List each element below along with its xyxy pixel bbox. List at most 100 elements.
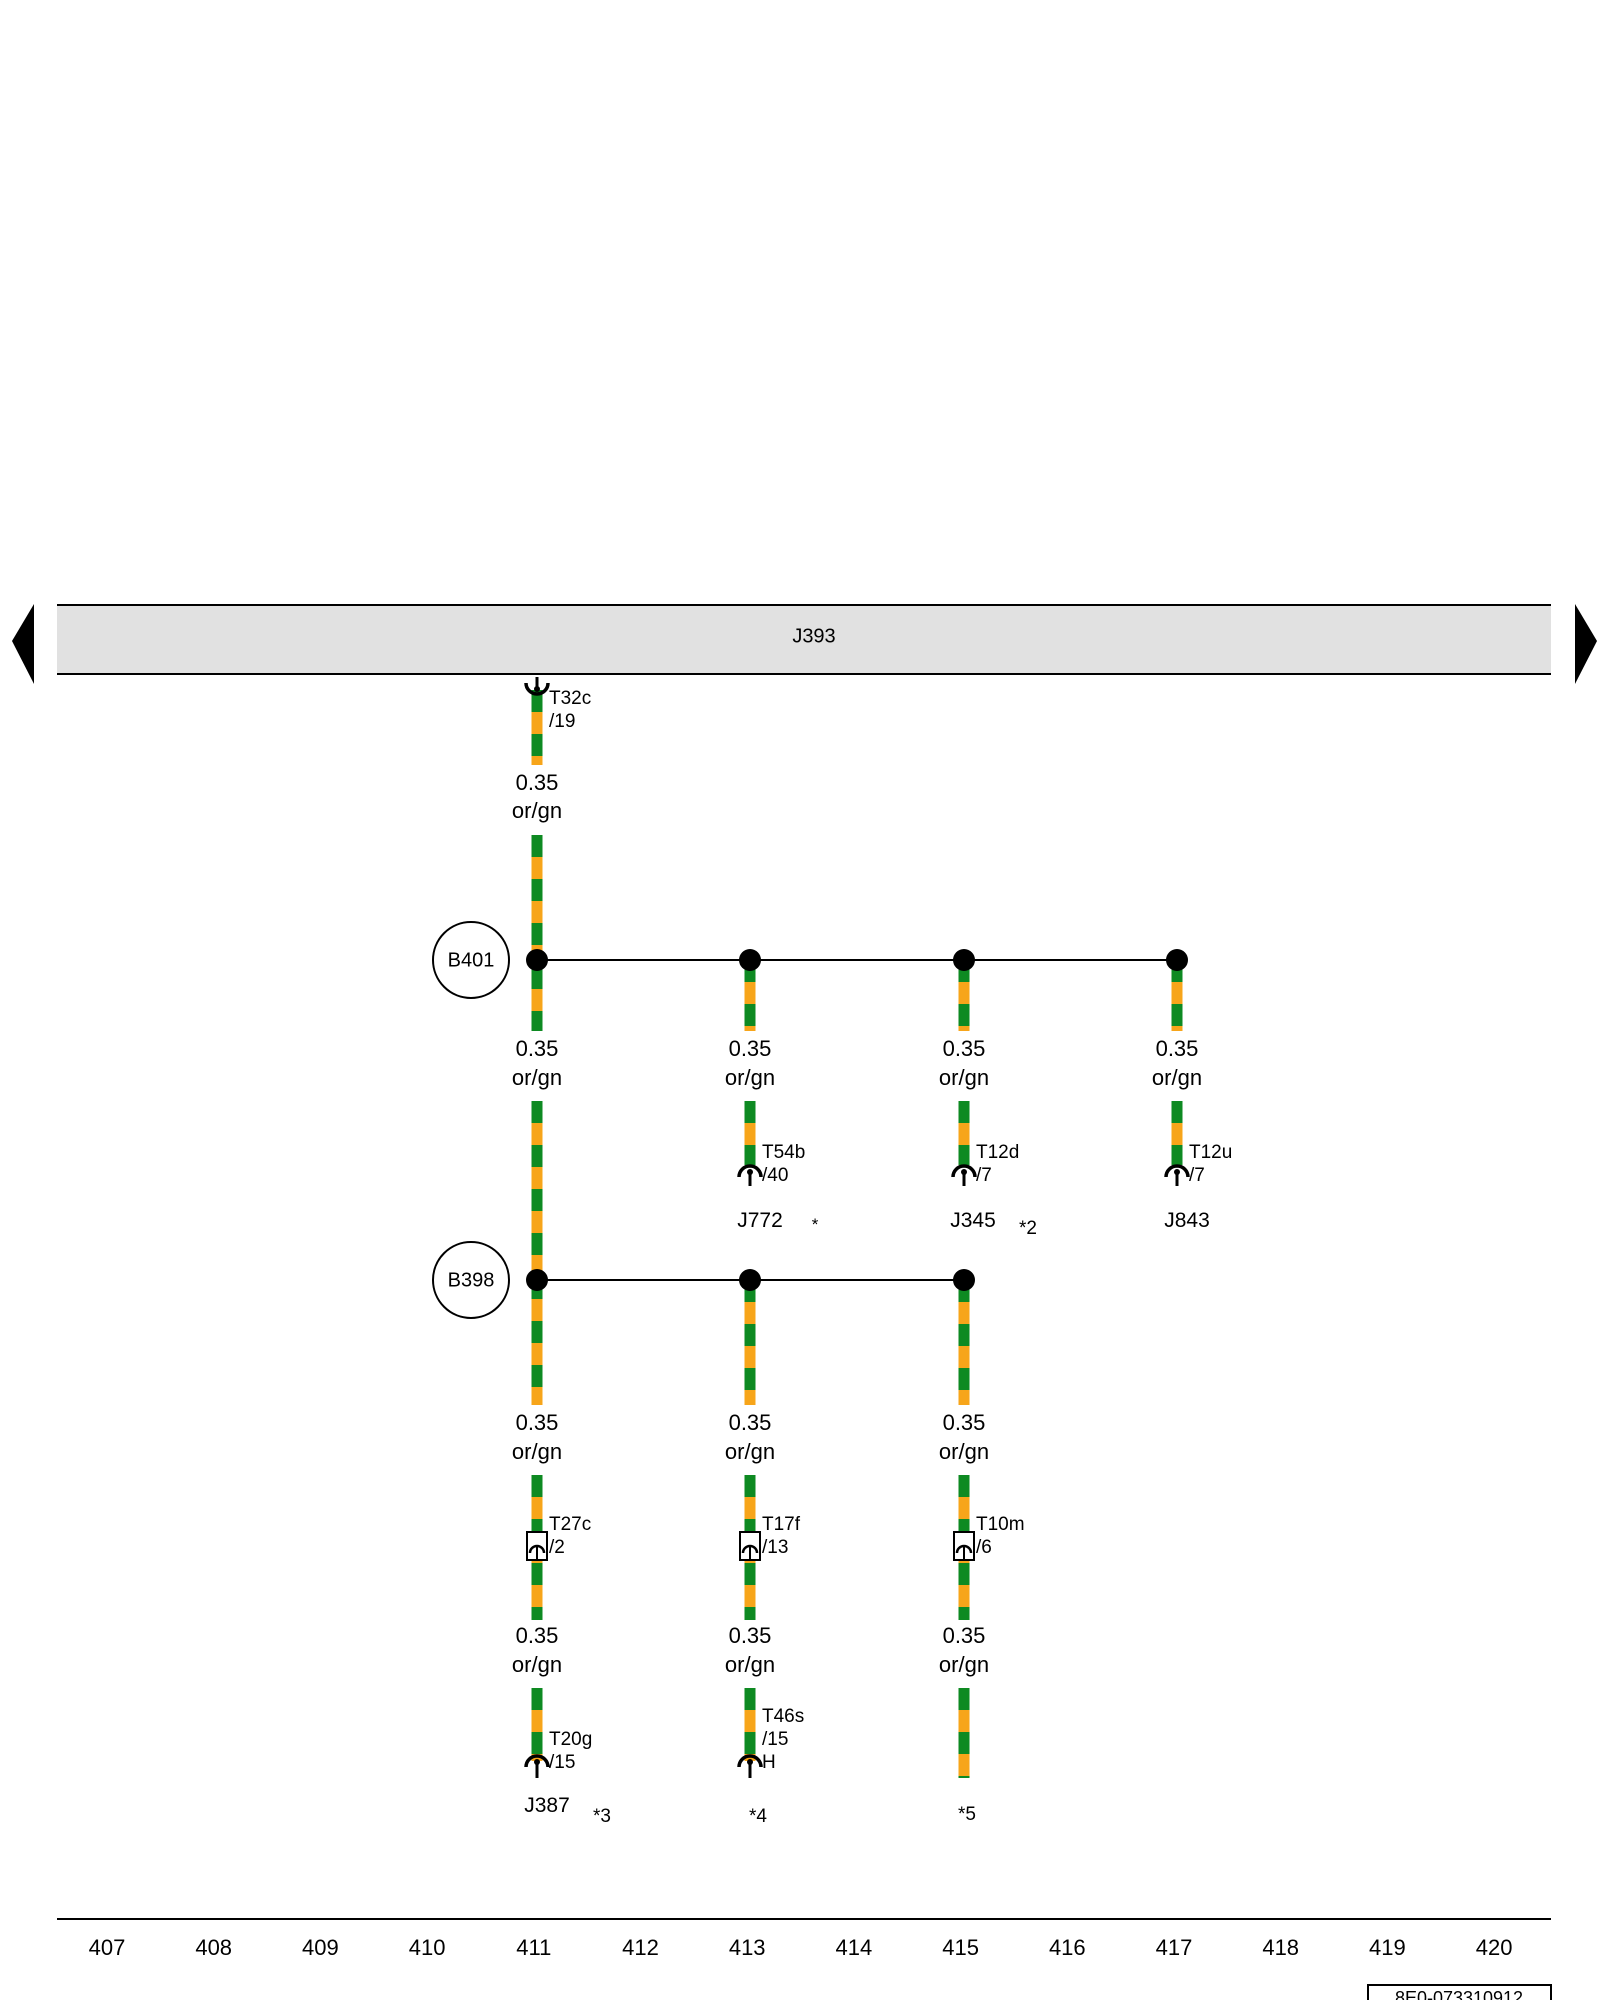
grid-number: 408 [195,1935,232,1960]
connector-name: T54b [762,1142,805,1163]
socket-arc [737,1164,763,1178]
connector-pin: /13 [762,1537,788,1558]
component-note: *3 [593,1806,611,1827]
junction-dot [953,1269,975,1291]
connector-pin: /40 [762,1165,788,1186]
socket-pin-end [534,686,540,692]
component-label[interactable]: J772 [737,1209,783,1232]
wire-color: or/gn [939,1065,989,1090]
wire-label: 0.35 or/gn [512,770,562,823]
connector-name: T27c [549,1514,591,1535]
grid-number: 419 [1369,1935,1406,1960]
connector-socket-icon[interactable] [737,1754,763,1778]
splice-label: B401 [448,949,495,971]
wire-color: or/gn [512,798,562,823]
wire-color: or/gn [939,1652,989,1677]
splice-label: B398 [448,1269,495,1291]
connector-name: T32c [549,688,591,709]
grid-number: 416 [1049,1935,1086,1960]
control-unit-bar: J393 [57,604,1551,675]
wire-size: 0.35 [729,1036,772,1061]
triangle-left-icon[interactable] [12,604,34,684]
wire-size: 0.35 [943,1623,986,1648]
wire-label: 0.35 or/gn [512,1623,562,1677]
grid-number: 410 [409,1935,446,1960]
socket-pin-end [747,1759,753,1765]
connector-name: T12d [976,1142,1019,1163]
wire-size: 0.35 [1156,1036,1199,1061]
connector-pin: /7 [976,1165,992,1186]
socket-pin-end [1174,1169,1180,1175]
control-unit-bar-fill [57,605,1551,674]
wire-label: 0.35 or/gn [939,1410,989,1464]
inline-connector-icon[interactable] [739,1531,761,1561]
connector-socket-icon[interactable] [1164,1164,1190,1186]
splice-b401[interactable]: B401 [432,921,510,999]
socket-arc [524,682,550,696]
socket-pin-end [534,1759,540,1765]
connector-name: T17f [762,1514,801,1535]
socket-arc [951,1164,977,1178]
grid-number: 407 [89,1935,126,1960]
control-unit-label: J393 [792,625,835,647]
triangle-right-icon[interactable] [1575,604,1597,684]
wire-size: 0.35 [516,1410,559,1435]
junction-dot [526,1269,548,1291]
socket-arc [524,1754,550,1768]
wire-size: 0.35 [943,1036,986,1061]
wire-size: 0.35 [943,1410,986,1435]
grid-number: 417 [1156,1935,1193,1960]
junction-dot [1166,949,1188,971]
connector-socket-icon[interactable] [737,1164,763,1186]
connector-name: T10m [976,1514,1025,1535]
grid-number: 412 [622,1935,659,1960]
grid-number: 420 [1476,1935,1513,1960]
wire-color: or/gn [1152,1065,1202,1090]
connector-pin-alt: H [762,1752,776,1773]
wire-label: 0.35 or/gn [512,1410,562,1464]
connector-socket-icon[interactable] [524,677,550,696]
inline-connector-icon[interactable] [953,1531,975,1561]
wire-color: or/gn [512,1652,562,1677]
junction-dot [739,1269,761,1291]
grid-number: 411 [516,1935,551,1960]
document-code-text: 8E0-073310912 [1395,1988,1523,2000]
grid-number: 415 [942,1935,979,1960]
wire-label: 0.35 or/gn [939,1623,989,1677]
socket-arc [1164,1164,1190,1178]
splice-b398[interactable]: B398 [432,1241,510,1319]
component-note: *2 [1019,1218,1037,1239]
component-label[interactable]: J387 [524,1794,570,1817]
wire-label: 0.35 or/gn [725,1623,775,1677]
component-label[interactable]: J345 [950,1209,996,1232]
inline-connector-icon[interactable] [526,1531,548,1561]
wire-label: 0.35 or/gn [1152,1036,1202,1090]
splice-circle [432,921,510,999]
connector-pin: /15 [549,1752,575,1773]
component-note: * [812,1215,819,1234]
wire-label: 0.35 or/gn [725,1410,775,1464]
splice-circle [432,1241,510,1319]
wire-layer [531,690,1183,1778]
connector-name: T12u [1189,1142,1232,1163]
wire-color: or/gn [725,1439,775,1464]
connector-socket-icon[interactable] [951,1164,977,1186]
wire-color: or/gn [725,1652,775,1677]
wire-label: 0.35 or/gn [512,1036,562,1090]
connector-name: T20g [549,1729,592,1750]
wire-label: 0.35 or/gn [725,1036,775,1090]
wire-color: or/gn [939,1439,989,1464]
junction-dot [526,949,548,971]
connector-pin: /7 [1189,1165,1205,1186]
wire-color: or/gn [512,1065,562,1090]
socket-pin-end [961,1169,967,1175]
connector-socket-icon[interactable] [524,1754,550,1778]
connector-pin: /15 [762,1729,788,1750]
wire-size: 0.35 [729,1410,772,1435]
document-code: 8E0-073310912 [1367,1984,1552,2000]
component-label[interactable]: J843 [1164,1209,1210,1232]
wire-size: 0.35 [516,1036,559,1061]
wire-color: or/gn [725,1065,775,1090]
grid-number: 418 [1262,1935,1299,1960]
